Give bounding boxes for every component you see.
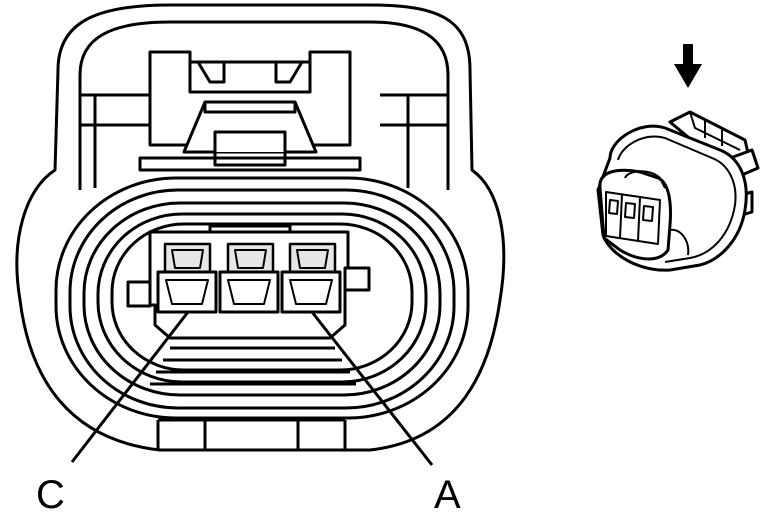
terminal-cavity-a	[280, 270, 342, 314]
connector-face-view: C A	[15, 3, 506, 517]
connector-isometric-view	[596, 110, 760, 272]
leader-line-c	[70, 311, 190, 463]
locking-latch	[138, 50, 362, 172]
pin-label-a: A	[434, 473, 461, 517]
latch-rail-right	[380, 93, 448, 188]
terminal-cavity-c	[156, 270, 218, 314]
orientation-arrow-icon	[674, 44, 702, 88]
terminal-cavity-b	[218, 270, 280, 314]
leader-line-a	[310, 311, 434, 466]
latch-rail-left	[80, 93, 150, 188]
bottom-tab	[156, 418, 347, 450]
pin-label-c: C	[36, 473, 65, 517]
bottom-ribs	[150, 346, 356, 386]
upper-housing-inner	[78, 20, 450, 190]
upper-cavities	[163, 242, 337, 276]
seal-rings	[54, 176, 470, 420]
